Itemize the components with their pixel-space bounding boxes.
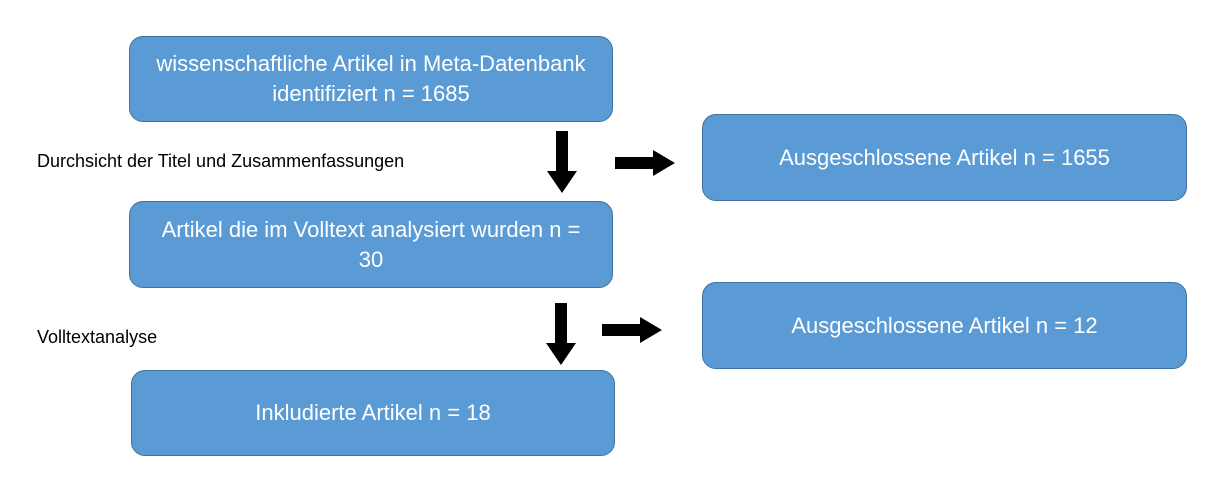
box-articles-identified: wissenschaftliche Artikel in Meta-Datenb… [129, 36, 613, 122]
box-excluded-screening: Ausgeschlossene Artikel n = 1655 [702, 114, 1187, 201]
arrow-right-2 [602, 317, 662, 343]
box-articles-identified-text: wissenschaftliche Artikel in Meta-Datenb… [156, 51, 586, 106]
label-fulltext-analysis: Volltextanalyse [37, 327, 158, 347]
box-included-articles: Inkludierte Artikel n = 18 [131, 370, 615, 456]
arrow-down-2 [546, 303, 576, 365]
box-fulltext-analyzed-text: Artikel die im Volltext analysiert wurde… [161, 216, 581, 272]
box-excluded-fulltext: Ausgeschlossene Artikel n = 12 [702, 282, 1187, 369]
box-excluded-screening-text: Ausgeschlossene Artikel n = 1655 [779, 144, 1110, 170]
box-fulltext-analyzed: Artikel die im Volltext analysiert wurde… [129, 201, 613, 288]
arrow-right-1 [615, 150, 675, 176]
box-excluded-fulltext-text: Ausgeschlossene Artikel n = 12 [791, 312, 1098, 338]
box-included-articles-text: Inkludierte Artikel n = 18 [255, 400, 491, 426]
label-screening: Durchsicht der Titel und Zusammenfassung… [37, 151, 405, 171]
arrow-down-1 [547, 131, 577, 193]
